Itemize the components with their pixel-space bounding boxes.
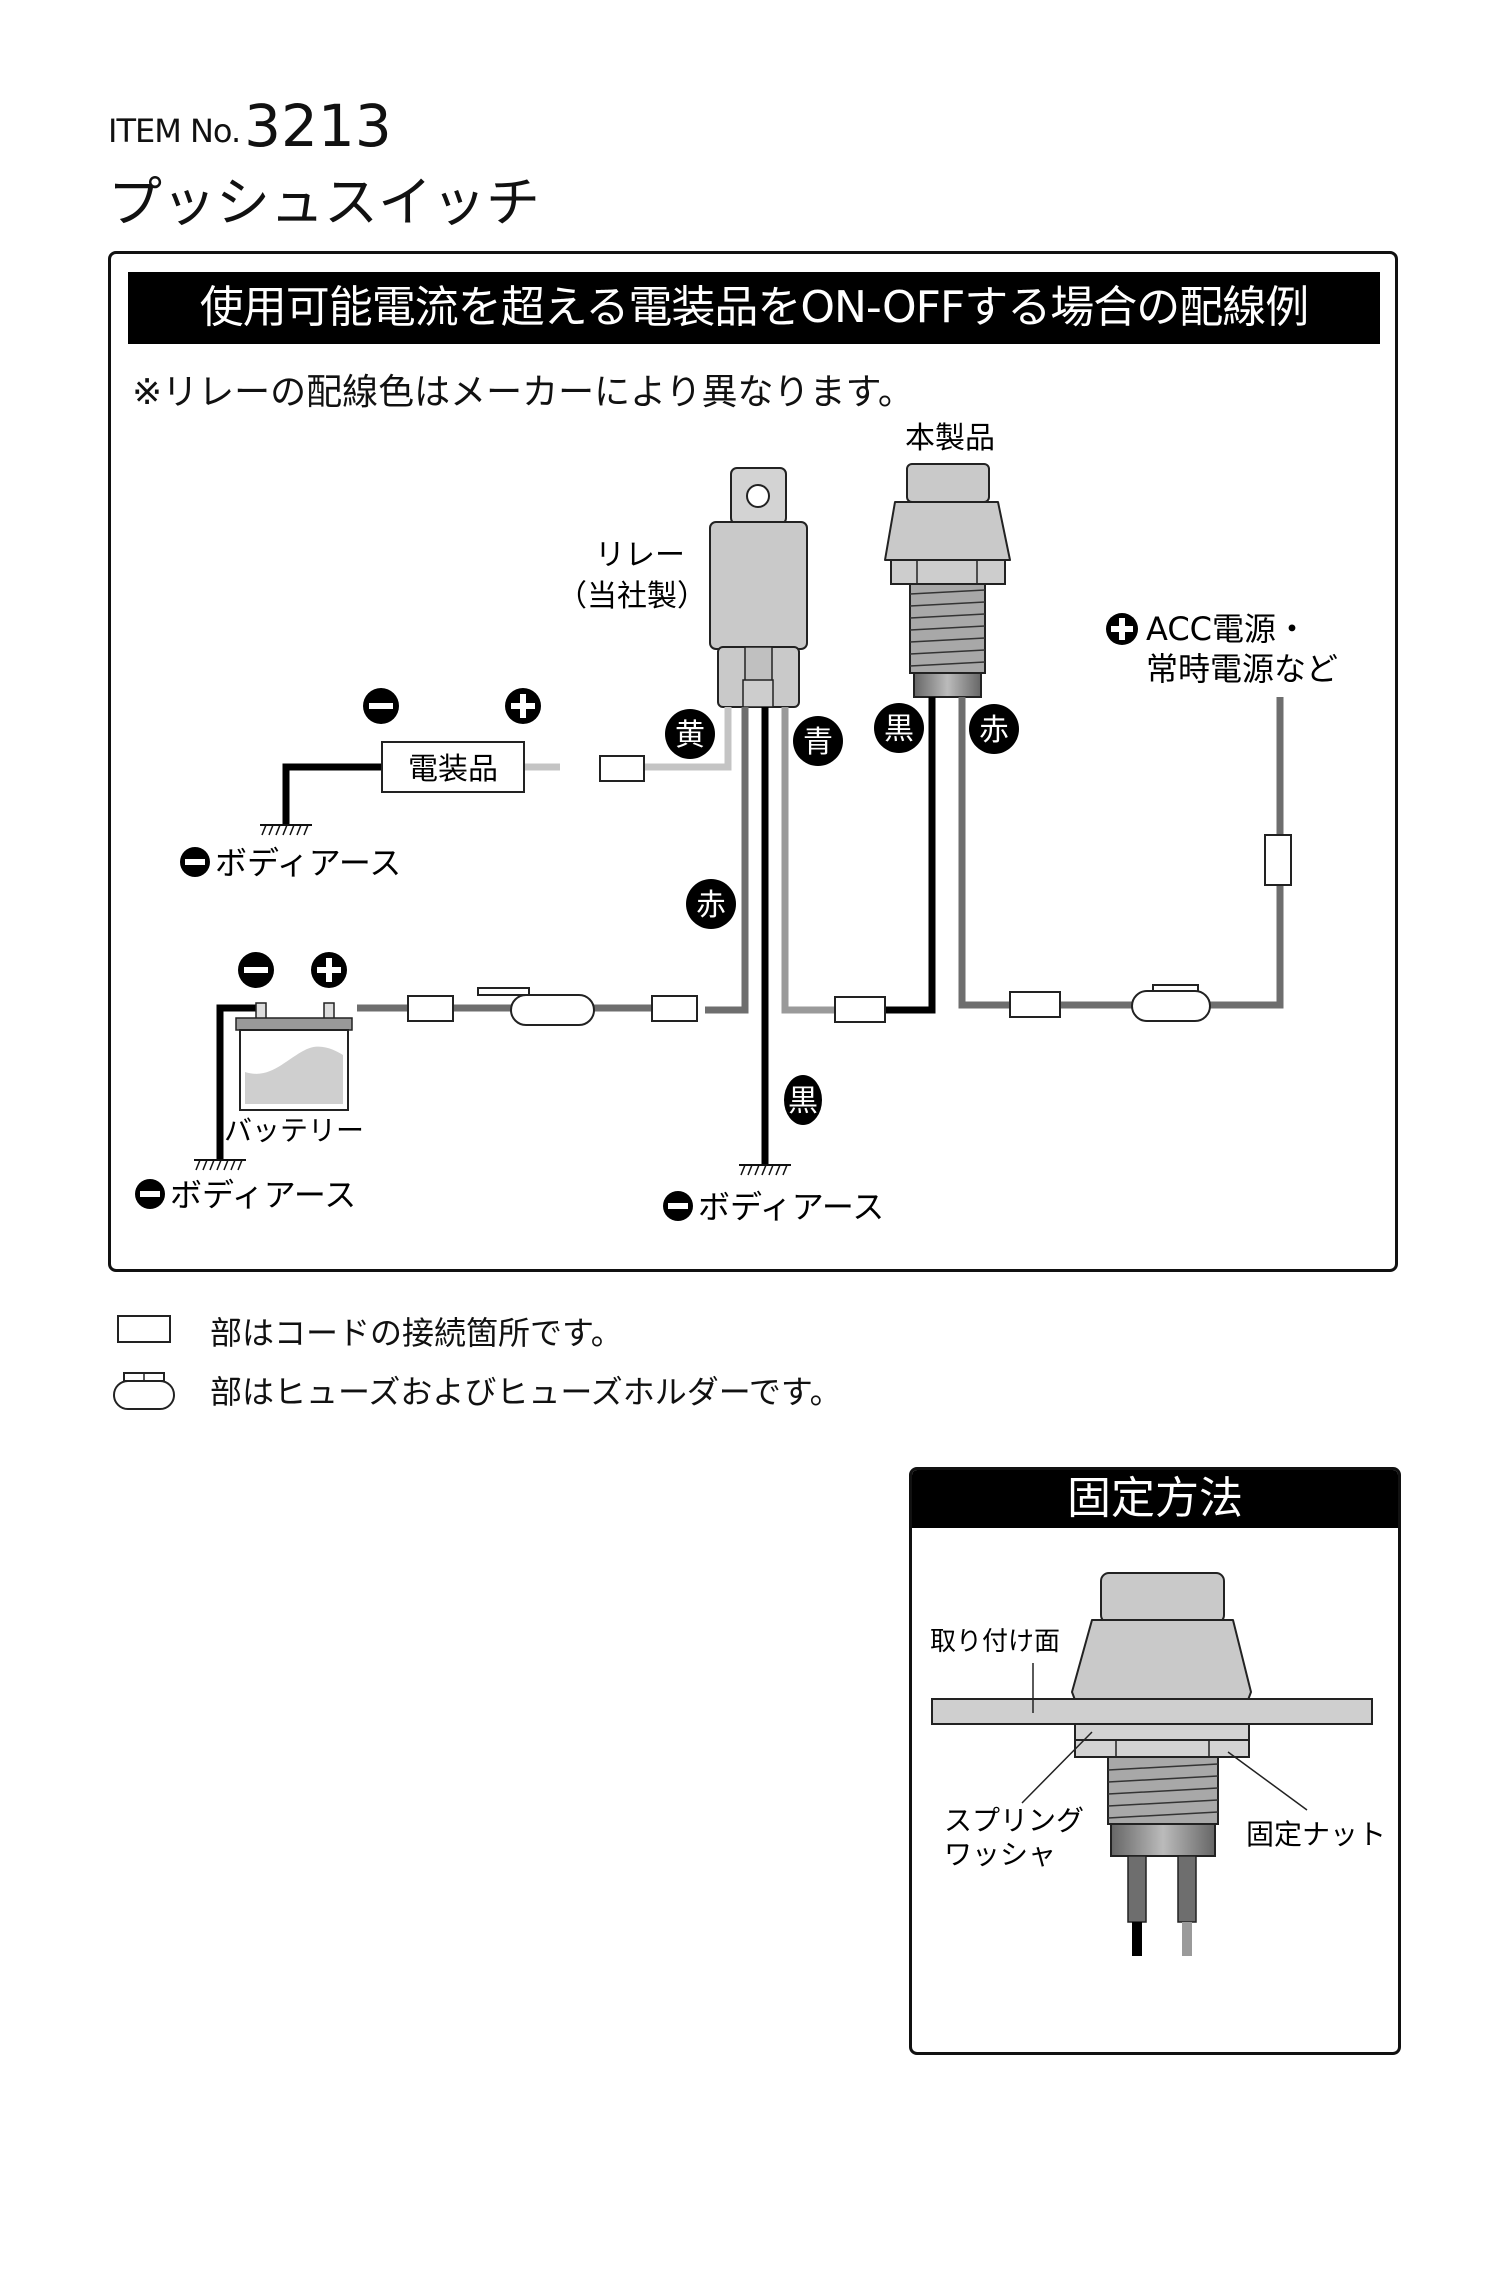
wire-badge-black-switch: 黒 <box>874 703 924 753</box>
accessory-box <box>381 741 525 793</box>
wire-badge-red-relay: 赤 <box>686 879 736 929</box>
lead-sleeve <box>1127 1855 1147 1923</box>
product-name: プッシュスイッチ <box>108 171 540 234</box>
push-switch <box>884 463 1011 698</box>
wire-color-badges: 黄 青 赤 黒 黒 赤 <box>665 703 1019 1125</box>
plus-icon <box>505 688 541 724</box>
svg-text:ボディアース: ボディアース <box>170 1176 356 1214</box>
fuse-holder <box>510 994 595 1026</box>
label-washer-line1: スプリング <box>944 1804 1084 1837</box>
mounting-method-card: 固定方法 取り付け面 スプリング ワッシャ 固定ナット <box>909 1467 1401 2055</box>
switch-body <box>1071 1619 1252 1701</box>
minus-icon <box>363 688 399 724</box>
black-lead <box>1132 1922 1142 1956</box>
ground-symbol <box>738 1164 792 1176</box>
item-number: ITEM No.3213 <box>108 88 392 160</box>
mounting-title: 固定方法 <box>912 1470 1398 1528</box>
connector <box>1009 991 1061 1018</box>
relay <box>709 467 808 708</box>
svg-text:黄: 黄 <box>675 718 705 753</box>
mounting-surface <box>931 1698 1373 1725</box>
accessory-label: 電装品 <box>408 752 498 787</box>
connector <box>834 996 886 1023</box>
relay-wires <box>216 697 1284 1165</box>
wire-badge-yellow: 黄 <box>665 709 715 759</box>
power-source-line2: 常時電源など <box>1146 650 1338 688</box>
svg-text:青: 青 <box>803 725 833 760</box>
svg-text:ボディアース: ボディアース <box>215 844 401 882</box>
legend-connector: 部はコードの接続箇所です。 <box>110 1308 910 1352</box>
svg-text:黒: 黒 <box>884 712 914 747</box>
ground-label-battery: ボディアース <box>135 1176 356 1214</box>
connector <box>407 995 454 1022</box>
item-number-value: 3213 <box>244 92 392 160</box>
plus-icon <box>311 952 347 988</box>
wire-badge-black-relay: 黒 <box>784 1075 822 1125</box>
wiring-banner-title: 使用可能電流を超える電装品をON-OFFする場合の配線例 <box>128 272 1380 344</box>
ground-symbol <box>259 824 313 836</box>
wire-badge-red-switch: 赤 <box>969 704 1019 754</box>
connector-symbol-icon <box>117 1315 171 1343</box>
relay-label-line1: リレー <box>595 538 685 573</box>
label-washer-line2: ワッシャ <box>944 1838 1056 1871</box>
ground-symbol <box>193 1159 247 1171</box>
battery-label: バッテリー <box>224 1114 364 1147</box>
switch-cap <box>1100 1572 1225 1624</box>
ground-label-relay: ボディアース <box>663 1188 884 1226</box>
lead-sleeve <box>1177 1855 1197 1923</box>
relay-label-line2: （当社製） <box>557 579 707 614</box>
spring-washer <box>1074 1723 1250 1741</box>
connectors <box>407 755 1292 1023</box>
polarity-markers <box>238 613 1138 988</box>
legend-fuse-text: 部はヒューズおよびヒューズホルダーです。 <box>210 1373 842 1411</box>
wiring-diagram: 本製品 リレー （当社製） <box>135 421 1338 1226</box>
item-prefix: ITEM No. <box>108 112 241 150</box>
wiring-diagram-frame <box>108 251 1398 1272</box>
svg-text:ボディアース: ボディアース <box>698 1188 884 1226</box>
fuse-holder <box>1131 990 1211 1022</box>
product-label: 本製品 <box>905 421 995 456</box>
connector <box>599 755 645 782</box>
connector <box>1264 834 1292 886</box>
svg-text:赤: 赤 <box>696 888 726 923</box>
legend-connector-text: 部はコードの接続箇所です。 <box>210 1314 623 1352</box>
svg-text:赤: 赤 <box>979 713 1009 748</box>
mounting-diagram: 取り付け面 スプリング ワッシャ 固定ナット <box>930 1572 1386 1956</box>
relay-color-note: ※リレーの配線色はメーカーにより異なります。 <box>132 372 914 413</box>
label-mounting-surface: 取り付け面 <box>930 1627 1060 1657</box>
switch-base <box>1110 1823 1216 1857</box>
plus-icon <box>1106 613 1138 645</box>
fixing-nut <box>1074 1739 1250 1758</box>
ground-label-accessory: ボディアース <box>180 844 401 882</box>
battery <box>235 1002 353 1111</box>
fuse-top <box>477 987 530 996</box>
label-fixing-nut: 固定ナット <box>1246 1818 1386 1851</box>
wire-badge-blue: 青 <box>793 716 843 766</box>
legend-fuse: 部はヒューズおよびヒューズホルダーです。 <box>110 1367 910 1411</box>
svg-text:黒: 黒 <box>788 1084 818 1119</box>
power-source-line1: ACC電源・ <box>1146 610 1308 648</box>
gray-lead <box>1182 1922 1192 1956</box>
fuse-symbol-icon <box>113 1372 175 1410</box>
minus-icon <box>238 952 274 988</box>
fuses <box>477 984 1211 1026</box>
connector <box>651 995 698 1022</box>
